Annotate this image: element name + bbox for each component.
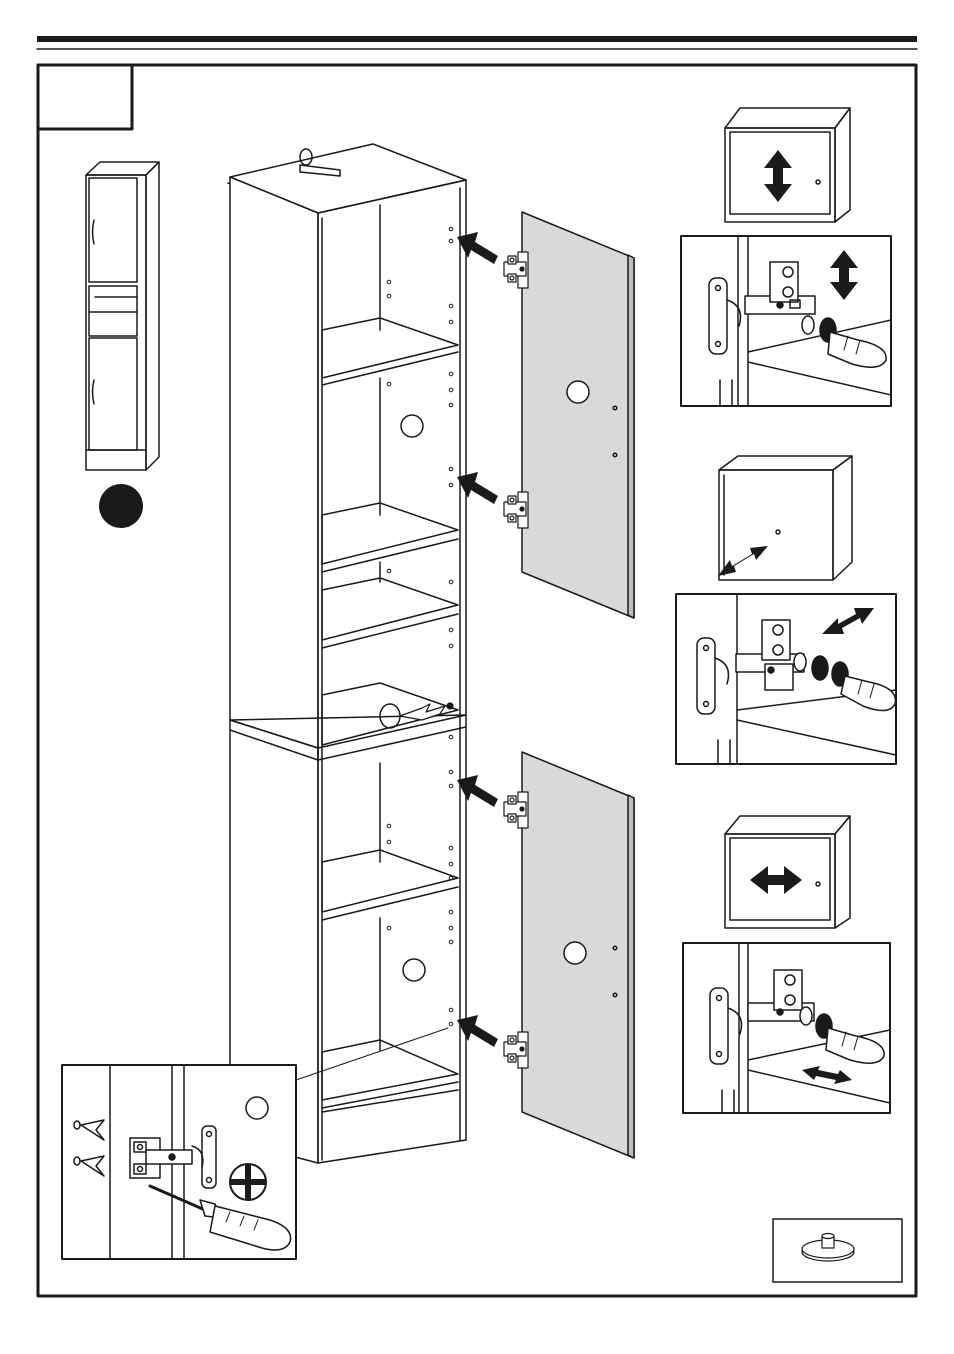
hinge-adjust-vertical [680,235,892,407]
step-number-box [36,63,134,131]
callout-line [295,1027,449,1081]
page-frame [36,63,918,1298]
cabinet-body [227,143,467,1164]
double-arrow-icon [764,150,792,202]
connector-arrow [399,702,454,721]
cabinet-overview [85,161,160,471]
door-upper [521,211,635,619]
arrow-icon [457,232,498,1047]
cap-icon [801,1232,855,1262]
hinge-icon [503,251,529,1069]
cube-depth [718,455,853,581]
cube-side [724,815,851,929]
step-marker-dot [99,484,143,528]
hinge-adjust-side [682,942,891,1114]
double-arrow-icon [830,250,858,300]
phillips-icon [229,1163,267,1201]
door-lower [521,751,635,1159]
shelf-pin-holes [386,226,454,1027]
cube-vertical [724,107,851,223]
double-arrow-icon [802,1066,852,1084]
double-arrow-icon [822,608,874,634]
adjustable-foot-part [772,1218,903,1283]
screwdriver-icon [148,1184,292,1251]
hinge-mounting-screws [61,1064,297,1260]
header-rule [36,36,918,50]
hinge-adjust-depth [675,593,897,765]
double-arrow-icon [750,866,802,894]
double-arrow-icon [718,546,768,576]
